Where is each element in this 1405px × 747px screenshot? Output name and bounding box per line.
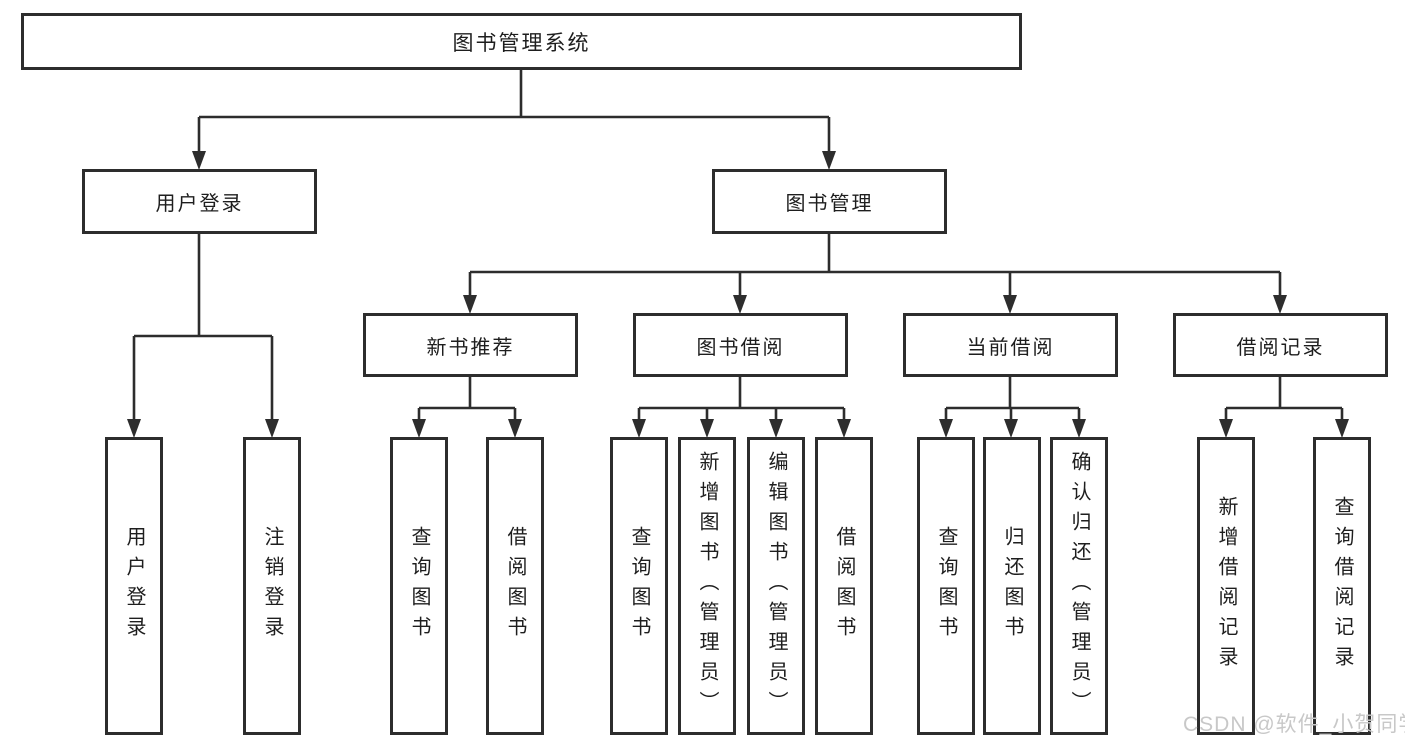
leaf-bb-borrow-books: 借阅图书 xyxy=(815,437,873,735)
leaf-cb-confirm-return-admin: 确认归还（管理员） xyxy=(1050,437,1108,735)
arrowhead-new-book-recommend xyxy=(463,295,477,314)
arrowhead-leaf-logout xyxy=(265,419,279,438)
arrowhead-br-query xyxy=(1335,419,1349,438)
arrowhead-br-add xyxy=(1219,419,1233,438)
leaf-br-add-record: 新增借阅记录 xyxy=(1197,437,1255,735)
arrowhead-bb-borrow xyxy=(837,419,851,438)
node-user-login: 用户登录 xyxy=(82,169,317,234)
arrowhead-book-management xyxy=(822,151,836,170)
leaf-cb-query-books: 查询图书 xyxy=(917,437,975,735)
leaf-nbr-query-books: 查询图书 xyxy=(390,437,448,735)
arrowhead-cb-query xyxy=(939,419,953,438)
arrowhead-cb-return xyxy=(1004,419,1018,438)
arrowhead-borrow-records xyxy=(1273,295,1287,314)
node-new-book-recommend: 新书推荐 xyxy=(363,313,578,377)
arrowhead-nbr-query xyxy=(412,419,426,438)
node-book-borrow: 图书借阅 xyxy=(633,313,848,377)
node-current-borrow: 当前借阅 xyxy=(903,313,1118,377)
arrowhead-leaf-user-login xyxy=(127,419,141,438)
leaf-br-query-record: 查询借阅记录 xyxy=(1313,437,1371,735)
csdn-watermark: CSDN @软件_小贺同学 xyxy=(1183,713,1405,736)
arrowhead-current-borrow xyxy=(1003,295,1017,314)
connector-current-borrow-children xyxy=(944,377,1081,421)
leaf-bb-query-books: 查询图书 xyxy=(610,437,668,735)
arrowhead-book-borrow xyxy=(733,295,747,314)
connector-borrow-records-children xyxy=(1224,377,1344,421)
leaf-user-login: 用户登录 xyxy=(105,437,163,735)
arrowhead-cb-confirm xyxy=(1072,419,1086,438)
connector-book-borrow-children xyxy=(637,377,846,421)
node-book-management: 图书管理 xyxy=(712,169,947,234)
leaf-nbr-borrow-books: 借阅图书 xyxy=(486,437,544,735)
leaf-logout: 注销登录 xyxy=(243,437,301,735)
node-library-management-system: 图书管理系统 xyxy=(21,13,1022,70)
leaf-bb-add-books-admin: 新增图书（管理员） xyxy=(678,437,736,735)
leaf-cb-return-books: 归还图书 xyxy=(983,437,1041,735)
arrowhead-bb-query xyxy=(632,419,646,438)
arrowhead-bb-add xyxy=(700,419,714,438)
connector-book-management-children xyxy=(468,233,1282,297)
connector-user-login-children xyxy=(132,233,274,421)
node-borrow-records: 借阅记录 xyxy=(1173,313,1388,377)
leaf-bb-edit-books-admin: 编辑图书（管理员） xyxy=(747,437,805,735)
connector-new-book-recommend-children xyxy=(417,377,517,421)
arrowhead-bb-edit xyxy=(769,419,783,438)
arrowhead-user-login xyxy=(192,151,206,170)
connector-root-to-level2 xyxy=(197,69,831,154)
arrowhead-nbr-borrow xyxy=(508,419,522,438)
